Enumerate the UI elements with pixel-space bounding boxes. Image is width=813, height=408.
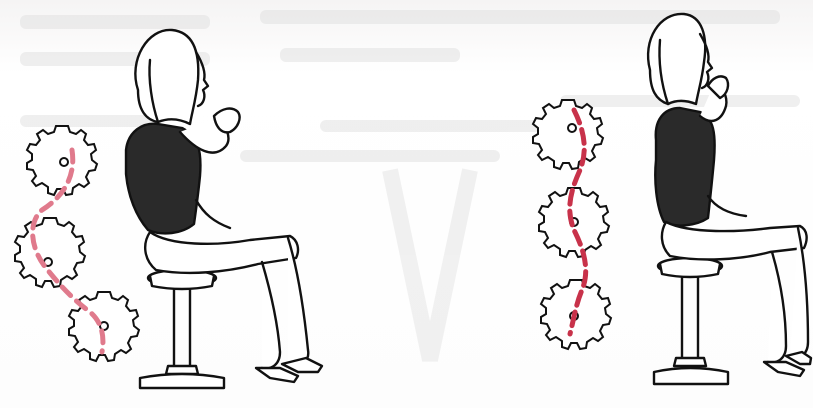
slouched-figure [126, 30, 322, 388]
upright-figure [648, 14, 811, 384]
stool-right [654, 258, 728, 384]
stool-left [140, 270, 224, 388]
gear-icon [533, 100, 603, 169]
